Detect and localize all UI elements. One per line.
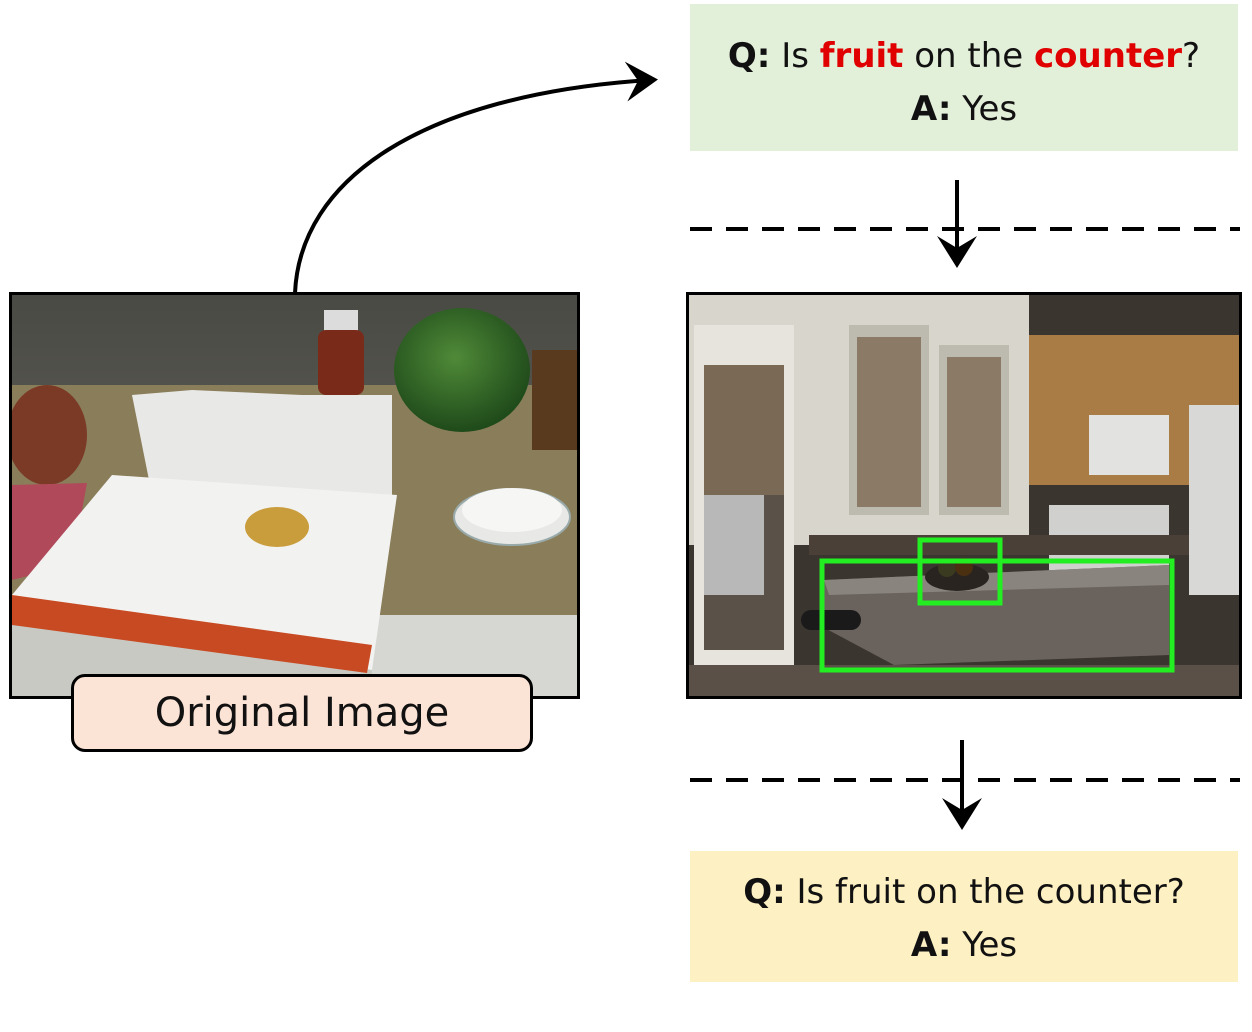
top-qa-box: Q: Is fruit on the counter? A: Yes — [690, 4, 1238, 151]
highlight-counter: counter — [1034, 36, 1183, 76]
answer-prefix: A: — [910, 89, 952, 129]
bottom-question: Q: Is fruit on the counter? — [690, 866, 1238, 919]
question-prefix: Q: — [727, 36, 771, 76]
edited-image — [686, 292, 1242, 699]
bottom-qa-box: Q: Is fruit on the counter? A: Yes — [690, 851, 1238, 982]
answer-text: Yes — [951, 89, 1018, 129]
question-prefix: Q: — [743, 872, 786, 912]
original-image — [9, 292, 580, 699]
answer-prefix: A: — [910, 925, 952, 965]
top-answer: A: Yes — [690, 83, 1238, 136]
original-image-illustration — [12, 295, 577, 696]
bottom-answer: A: Yes — [690, 919, 1238, 972]
counter-bounding-box — [819, 558, 1175, 673]
question-text: Is fruit on the counter? — [785, 872, 1185, 912]
top-question: Q: Is fruit on the counter? — [690, 30, 1238, 83]
highlight-fruit: fruit — [819, 36, 904, 76]
answer-text: Yes — [951, 925, 1018, 965]
question-mark: ? — [1182, 36, 1201, 76]
watermelon — [394, 308, 530, 432]
question-text: on the — [903, 36, 1035, 76]
original-image-label: Original Image — [71, 674, 533, 752]
curved-arrow — [293, 61, 658, 294]
kitchen-illustration — [689, 295, 1239, 696]
question-text: Is — [770, 36, 820, 76]
fruit-bounding-box — [917, 537, 1003, 606]
